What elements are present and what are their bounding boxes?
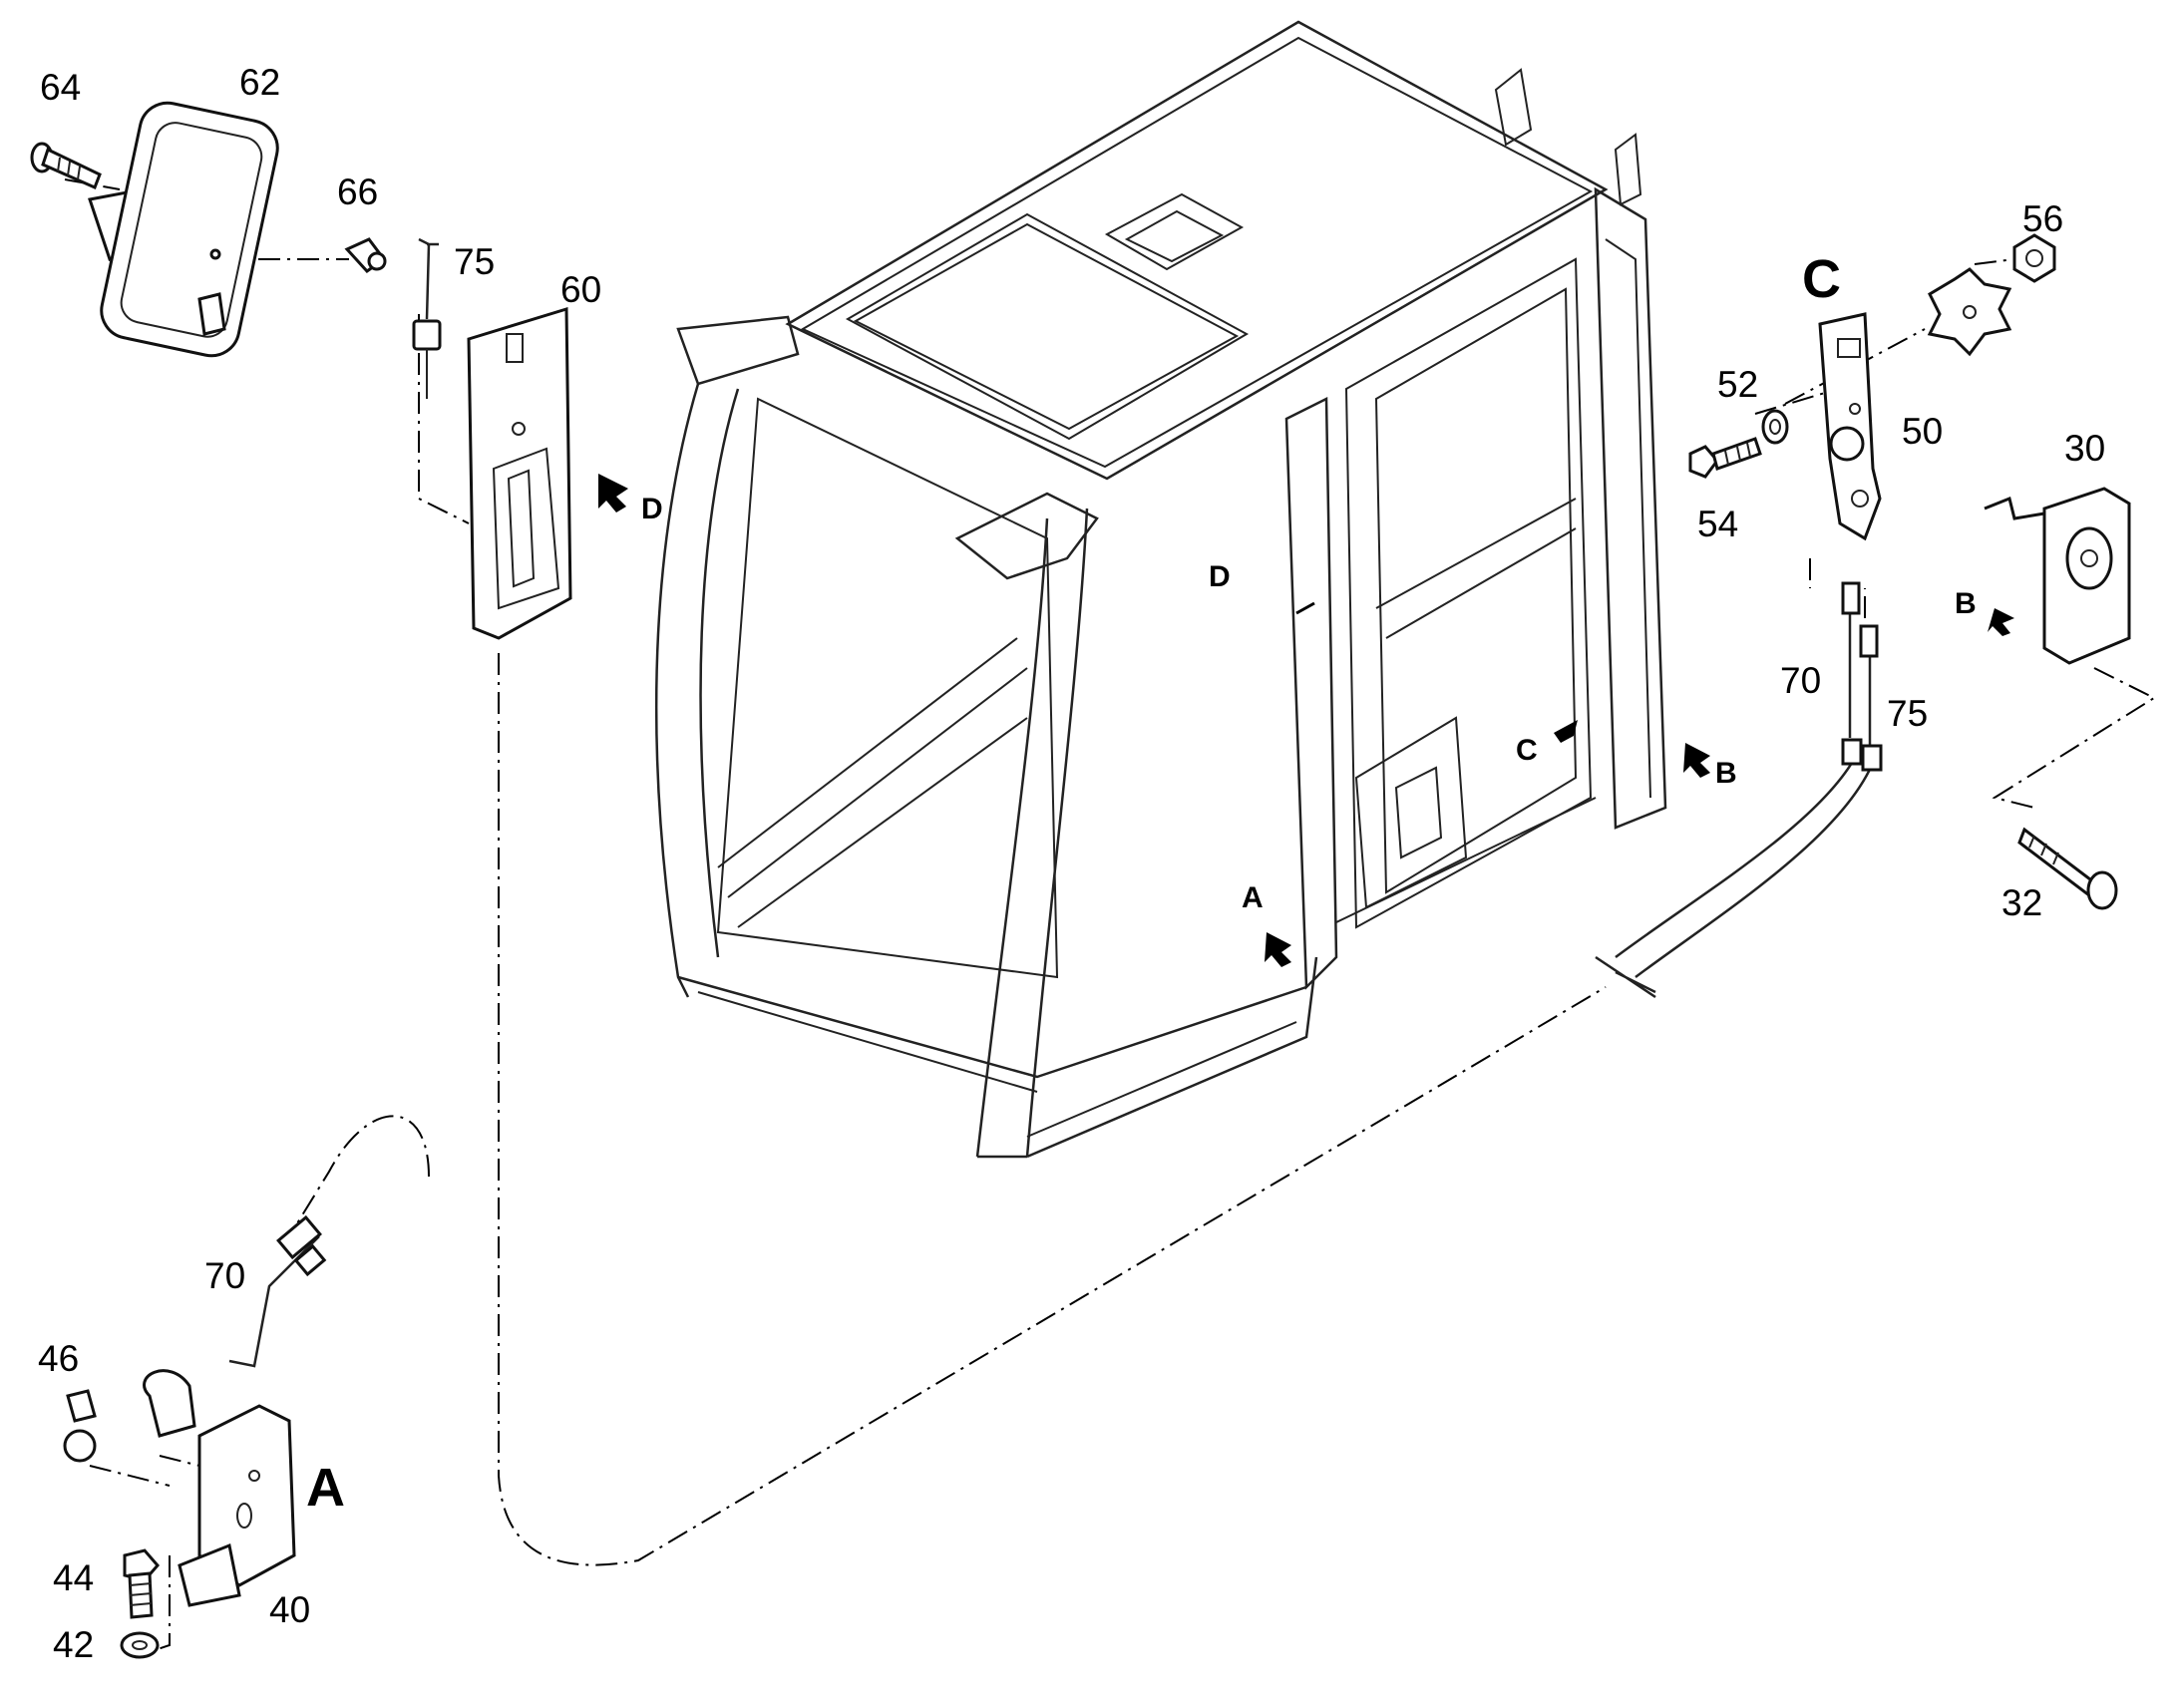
rod-75-top-icon: [412, 237, 442, 399]
latch-body-30-icon: [1984, 487, 2131, 665]
label-46: 46: [38, 1338, 79, 1379]
arrow-a-cab-icon: [1265, 932, 1291, 967]
bolt-32-icon: [2017, 827, 2118, 910]
cover-62-icon: [88, 101, 279, 358]
bracket-60-icon: [467, 306, 572, 640]
view-label-c: C: [1802, 249, 1841, 309]
label-54: 54: [1697, 504, 1738, 544]
ref-c-cab: C: [1516, 734, 1538, 767]
bolt-44-icon: [123, 1548, 160, 1619]
arrow-c-cab-icon: [1554, 720, 1578, 743]
clip-66-icon: [344, 237, 387, 273]
label-42: 42: [53, 1624, 94, 1665]
label-44: 44: [53, 1557, 94, 1598]
view-label-a: A: [306, 1458, 345, 1518]
label-75-right: 75: [1887, 693, 1928, 734]
arrow-d-cab-icon: [1295, 601, 1315, 615]
label-62: 62: [239, 62, 280, 103]
label-40: 40: [269, 1589, 310, 1630]
label-70-left: 70: [204, 1255, 245, 1296]
ref-b-cab: B: [1715, 757, 1737, 790]
ref-d-cab: D: [1209, 560, 1231, 593]
washer-52-icon: [1761, 409, 1789, 445]
ref-a-cab: A: [1242, 881, 1264, 914]
rod-70-left-icon: [228, 1214, 327, 1368]
bolt-54-icon: [1688, 437, 1762, 479]
latch-40-icon: [143, 1369, 296, 1607]
washer-42-icon: [120, 1631, 160, 1659]
cab-frame: [654, 20, 1667, 1159]
ref-b-right: B: [1955, 587, 1977, 620]
label-50: 50: [1902, 411, 1943, 452]
arrow-b-cab-icon: [1683, 743, 1710, 778]
label-64: 64: [40, 67, 81, 108]
label-32: 32: [2001, 882, 2042, 923]
star-knob-icon: [1927, 267, 2012, 357]
clip-46-icon: [63, 1389, 97, 1463]
arrow-d-icon: [598, 474, 628, 512]
cables-right-icon: [1595, 581, 1883, 999]
ref-d-top: D: [641, 493, 663, 525]
latch-plate-50-icon: [1818, 312, 1882, 541]
label-70-right: 70: [1780, 660, 1821, 701]
screw-64-icon: [30, 142, 102, 190]
label-30: 30: [2064, 428, 2105, 469]
label-56: 56: [2022, 198, 2063, 239]
nut-56-icon: [2012, 233, 2056, 283]
label-75-top: 75: [454, 241, 495, 282]
label-52: 52: [1717, 364, 1758, 405]
arrow-b-right-icon: [1988, 608, 2014, 636]
label-60: 60: [560, 269, 601, 310]
label-66: 66: [337, 171, 378, 212]
